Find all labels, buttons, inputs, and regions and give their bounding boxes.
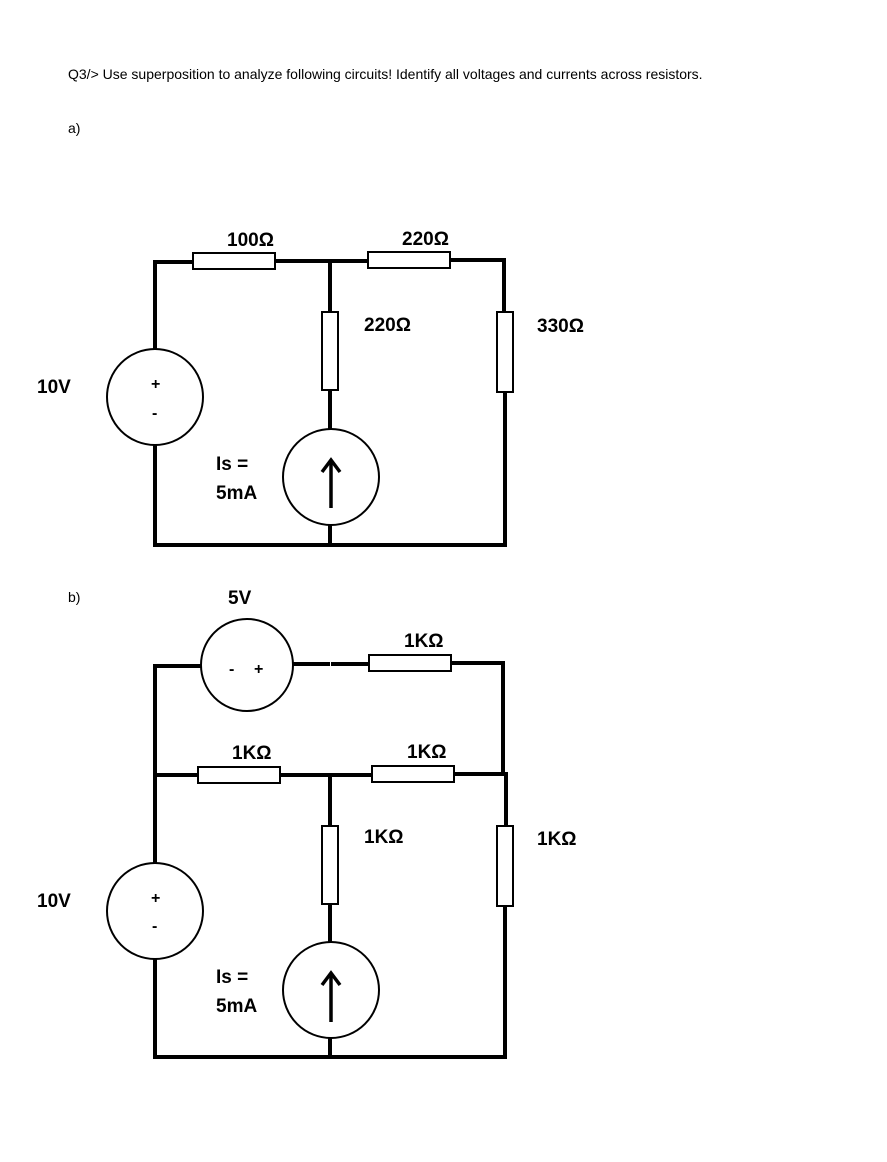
- circuit-b: 5V - + 1KΩ 1KΩ 1KΩ 1KΩ 1KΩ 10V + - Is = …: [37, 588, 577, 1059]
- label-1k-top: 1KΩ: [404, 631, 444, 652]
- minus-sign-5v: -: [229, 661, 234, 678]
- resistor-1k-right: [496, 825, 514, 907]
- label-330-ohm: 330Ω: [537, 316, 584, 337]
- label-is: Is =: [216, 454, 248, 475]
- resistor-220-ohm-vertical: [321, 311, 339, 391]
- label-is-b: Is =: [216, 967, 248, 988]
- resistor-100-ohm: [192, 252, 276, 270]
- label-10v-b: 10V: [37, 891, 71, 912]
- resistor-1k-mid-right: [371, 765, 455, 783]
- label-100-ohm: 100Ω: [227, 230, 274, 251]
- question-text: Q3/> Use superposition to analyze follow…: [68, 66, 703, 82]
- label-5v: 5V: [228, 588, 252, 609]
- resistor-330-ohm: [496, 311, 514, 393]
- label-1k-mid-left: 1KΩ: [232, 743, 272, 764]
- label-1k-right: 1KΩ: [537, 829, 577, 850]
- label-10v: 10V: [37, 377, 71, 398]
- resistor-220-ohm-top: [367, 251, 451, 269]
- plus-sign-b: +: [151, 890, 160, 907]
- voltage-source-5v: [200, 618, 294, 712]
- up-arrow-icon: [320, 970, 342, 1022]
- part-a-label: a): [68, 120, 81, 136]
- circuit-a-wires: [153, 258, 507, 547]
- minus-sign: -: [152, 405, 157, 422]
- resistor-1k-mid-left: [197, 766, 281, 784]
- plus-sign-5v: +: [254, 661, 263, 678]
- label-5ma-b: 5mA: [216, 996, 257, 1017]
- label-5ma: 5mA: [216, 483, 257, 504]
- resistor-1k-top: [368, 654, 452, 672]
- circuit-b-wires: [153, 661, 508, 1059]
- minus-sign-b: -: [152, 918, 157, 935]
- plus-sign: +: [151, 376, 160, 393]
- voltage-source-10v: [106, 348, 204, 446]
- label-220-ohm-vertical: 220Ω: [364, 315, 411, 336]
- resistor-1k-vertical: [321, 825, 339, 905]
- voltage-source-10v-b: [106, 862, 204, 960]
- circuit-a: 100Ω 220Ω 220Ω 330Ω 10V + - Is = 5mA: [37, 229, 584, 547]
- label-220-ohm-top: 220Ω: [402, 229, 449, 250]
- part-b-label: b): [68, 589, 81, 605]
- label-1k-mid-right: 1KΩ: [407, 742, 447, 763]
- label-1k-vertical: 1KΩ: [364, 827, 404, 848]
- up-arrow-icon: [320, 457, 342, 508]
